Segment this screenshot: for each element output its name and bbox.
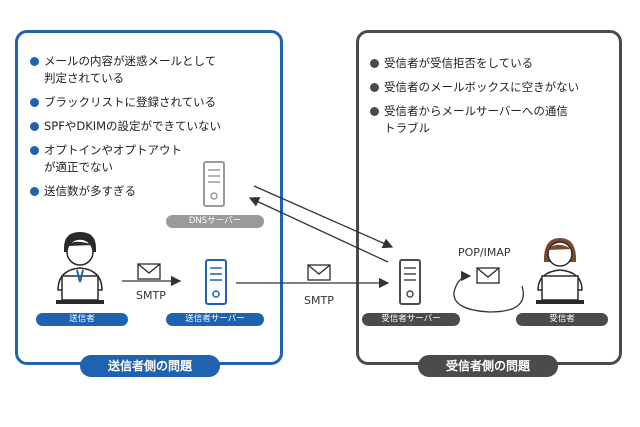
mail-envelope-icon — [137, 263, 161, 280]
sender-server-icon — [205, 259, 227, 305]
bullet-icon — [370, 107, 379, 116]
receiver-server-icon — [399, 259, 421, 305]
sender-issue-item: SPFやDKIMの設定ができていない — [30, 118, 270, 135]
smtp-label: SMTP — [136, 289, 166, 302]
pop-imap-label: POP/IMAP — [458, 246, 511, 259]
sender-server-label: 送信者サーバー — [166, 313, 264, 326]
receiver-person-icon — [536, 238, 584, 304]
sender-issue-item: メールの内容が迷惑メールとして 判定されている — [30, 53, 270, 87]
mail-envelope-icon — [307, 264, 331, 281]
receiver-server-label: 受信者サーバー — [362, 313, 460, 326]
smtp-label: SMTP — [304, 294, 334, 307]
receiver-side-panel — [356, 30, 622, 365]
bullet-icon — [30, 122, 39, 131]
bullet-icon — [30, 57, 39, 66]
bullet-icon — [30, 187, 39, 196]
pop-imap-arrow — [453, 270, 524, 313]
dns-response-arrow — [248, 197, 389, 263]
bullet-icon — [370, 59, 379, 68]
sender-person-icon — [56, 232, 104, 304]
dns-query-arrow — [253, 185, 394, 249]
dns-server-icon — [203, 161, 225, 207]
bullet-icon — [30, 98, 39, 107]
receiver-issue-item: 受信者のメールボックスに空きがない — [370, 79, 620, 96]
receiver-issue-item: 受信者からメールサーバーへの通信 トラブル — [370, 103, 620, 137]
mail-envelope-icon — [476, 267, 500, 284]
receiver-side-footer: 受信者側の問題 — [418, 355, 558, 377]
receiver-issue-item: 受信者が受信拒否をしている — [370, 55, 620, 72]
bullet-icon — [30, 146, 39, 155]
sender-side-footer: 送信者側の問題 — [80, 355, 220, 377]
sender-label: 送信者 — [36, 313, 128, 326]
bullet-icon — [370, 83, 379, 92]
sender-side-panel — [15, 30, 283, 365]
sender-issue-list: メールの内容が迷惑メールとして 判定されている ブラックリストに登録されている … — [30, 53, 270, 207]
sender-issue-item: オプトインやオプトアウト が適正でない — [30, 142, 270, 176]
sender-issue-item: 送信数が多すぎる — [30, 183, 270, 200]
dns-server-label: DNSサーバー — [166, 215, 264, 228]
sender-issue-item: ブラックリストに登録されている — [30, 94, 270, 111]
receiver-issue-list: 受信者が受信拒否をしている 受信者のメールボックスに空きがない 受信者からメール… — [370, 55, 620, 144]
receiver-label: 受信者 — [516, 313, 608, 326]
